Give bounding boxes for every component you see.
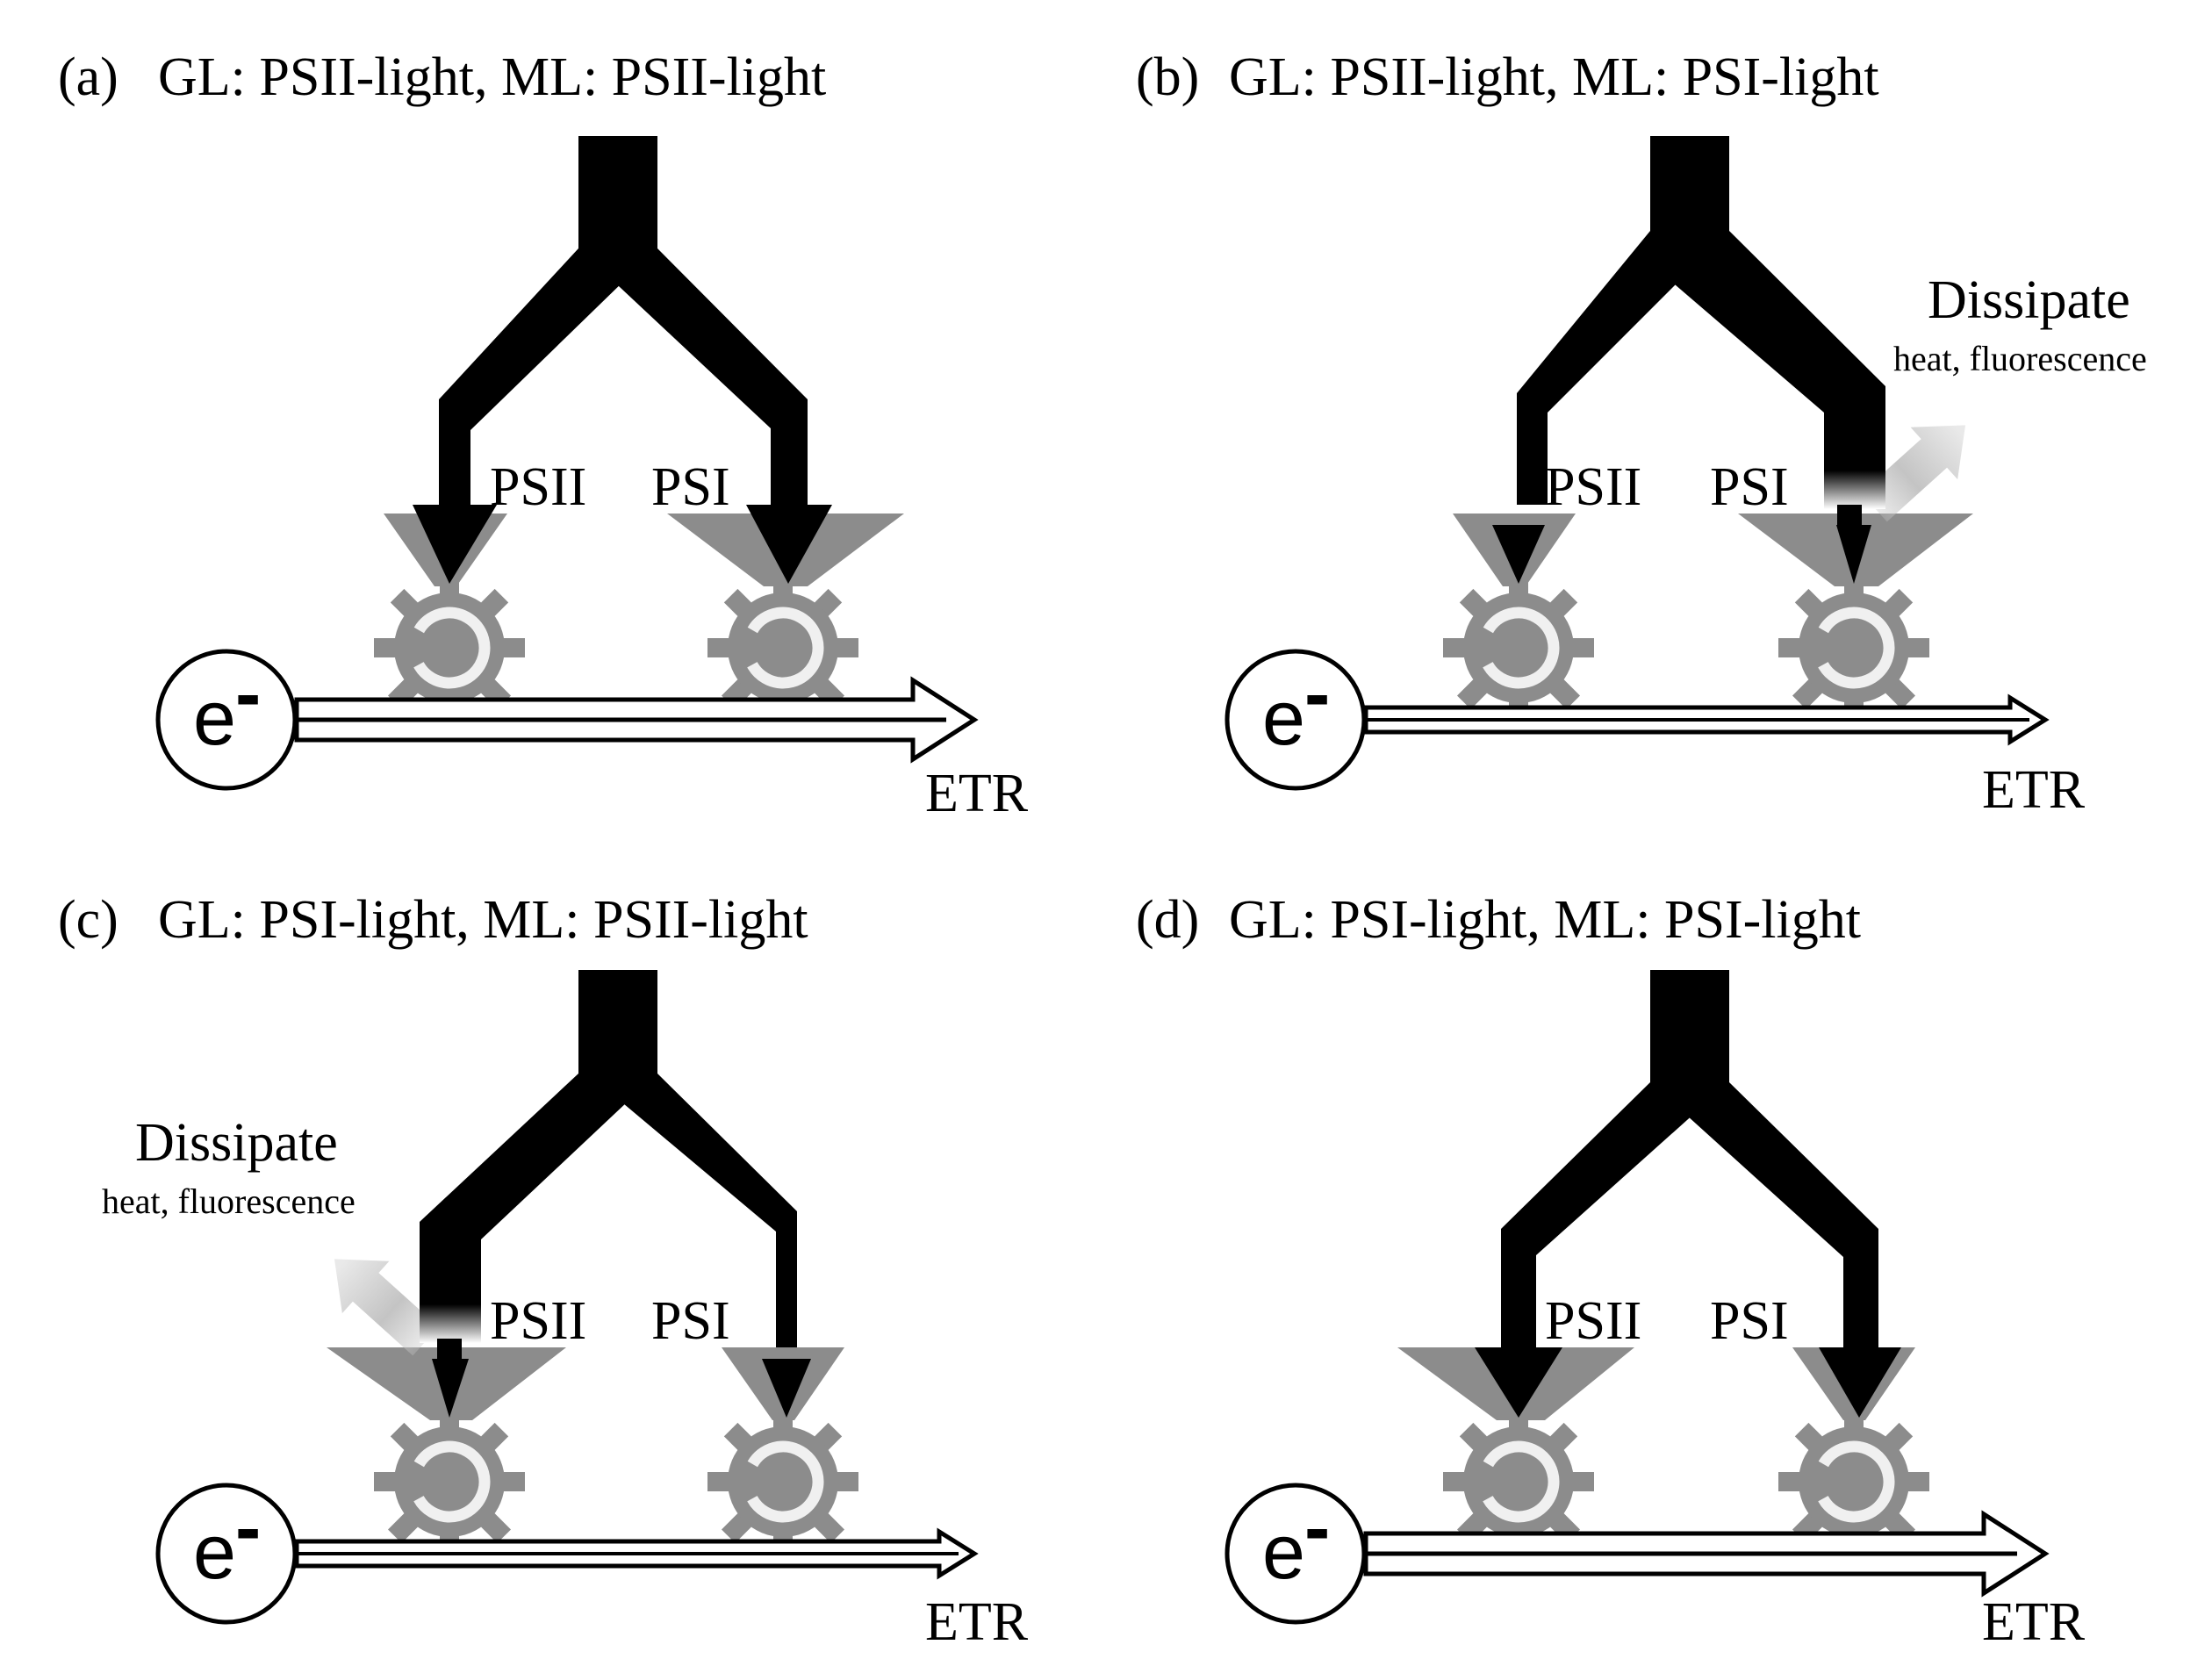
panel-d-psii-arrowhead — [1475, 1347, 1562, 1418]
panel-a-title: GL: PSII-light, ML: PSII-light — [158, 47, 826, 107]
panel-d-etr-arrow — [1363, 1510, 2050, 1598]
panel-b-electron-charge: - — [1304, 650, 1330, 736]
panel-b-psii-arrowhead — [1492, 525, 1545, 584]
panel-c-etr-arrow — [294, 1527, 979, 1580]
panel-a-electron-charge: - — [235, 650, 261, 736]
panel-c-dissipate-subtitle: heat, fluorescence — [102, 1181, 356, 1221]
panel-c-title: GL: PSI-light, ML: PSII-light — [158, 890, 808, 950]
panel-c-psi-arrowhead — [762, 1359, 811, 1418]
panel-d-psi-label: PSI — [1710, 1291, 1789, 1351]
panel-a-psii-gear-icon — [374, 574, 525, 725]
panel-b-etr-label: ETR — [1982, 760, 2086, 820]
panel-b-electron-label: e — [1262, 674, 1305, 761]
panel-a-etr-arrow — [294, 676, 979, 764]
panel-b-psi-label: PSI — [1710, 457, 1789, 517]
panel-c-psi-label: PSI — [651, 1291, 730, 1351]
panel-b-light-flow — [1492, 136, 1885, 584]
panel-b-psii-gear-icon — [1443, 574, 1594, 725]
panel-d-psi-arrowhead — [1819, 1347, 1901, 1418]
panel-c-psii-gear-icon — [374, 1408, 525, 1559]
panel-c-psii-label: PSII — [490, 1291, 586, 1351]
panel-d-electron-label: e — [1262, 1508, 1305, 1595]
panel-c-etr-label: ETR — [925, 1592, 1029, 1652]
panel-a-etr-label: ETR — [925, 764, 1029, 823]
panel-b-dissipate-subtitle: heat, fluorescence — [1893, 339, 2147, 378]
panel-a-psii-arrowhead — [413, 505, 497, 584]
panel-d-psii-gear-icon — [1443, 1408, 1594, 1559]
panel-c-psii-arrowhead — [432, 1359, 469, 1418]
panel-a-electron-label: e — [193, 674, 236, 761]
panel-b-dissipate-title: Dissipate — [1928, 270, 2130, 330]
panel-c-electron-charge: - — [235, 1483, 261, 1570]
panel-a-electron: e - — [155, 649, 298, 791]
panel-a-psi-label: PSI — [651, 457, 730, 517]
panel-a: (a) GL: PSII-light, ML: PSII-light — [58, 47, 1029, 823]
panel-b-psii-label: PSII — [1545, 457, 1641, 517]
panel-d-psii-label: PSII — [1545, 1291, 1641, 1351]
panel-c-light-flow — [420, 970, 811, 1418]
panel-a-psii-label: PSII — [490, 457, 586, 517]
panel-c-dissipate-title: Dissipate — [135, 1113, 338, 1173]
panel-d: (d) GL: PSI-light, ML: PSI-light — [1136, 890, 2086, 1652]
panel-a-light-flow — [413, 136, 832, 584]
panel-a-psi-arrowhead — [746, 505, 832, 584]
panel-b-psi-arrowhead — [1836, 525, 1871, 584]
panel-c-dissipate-arrow — [334, 1259, 439, 1356]
panel-d-electron-charge: - — [1304, 1483, 1330, 1570]
panel-c-psi-gear-icon — [707, 1408, 858, 1559]
panel-c-electron: e - — [155, 1483, 298, 1625]
panel-d-etr-label: ETR — [1982, 1592, 2086, 1652]
panel-d-light-flow — [1475, 970, 1901, 1418]
panel-c-electron-label: e — [193, 1508, 236, 1595]
panel-c-letter: (c) — [58, 890, 118, 950]
panel-b-dissipate-arrow — [1861, 425, 1966, 522]
panel-a-psi-gear-icon — [707, 574, 858, 725]
panel-a-letter: (a) — [58, 47, 118, 107]
panel-b-etr-arrow — [1363, 693, 2050, 746]
panel-d-electron: e - — [1224, 1483, 1367, 1625]
panel-d-psi-gear-icon — [1778, 1408, 1929, 1559]
panel-b-electron: e - — [1224, 649, 1367, 791]
panel-d-title: GL: PSI-light, ML: PSI-light — [1229, 890, 1861, 950]
panel-d-letter: (d) — [1136, 890, 1199, 950]
panel-b-psi-gear-icon — [1778, 574, 1929, 725]
panel-c: (c) GL: PSI-light, ML: PSII-light — [58, 890, 1029, 1652]
panel-b-title: GL: PSII-light, ML: PSI-light — [1229, 47, 1879, 107]
panel-b: (b) GL: PSII-light, ML: PSI-light — [1136, 47, 2147, 820]
panel-b-letter: (b) — [1136, 47, 1199, 107]
